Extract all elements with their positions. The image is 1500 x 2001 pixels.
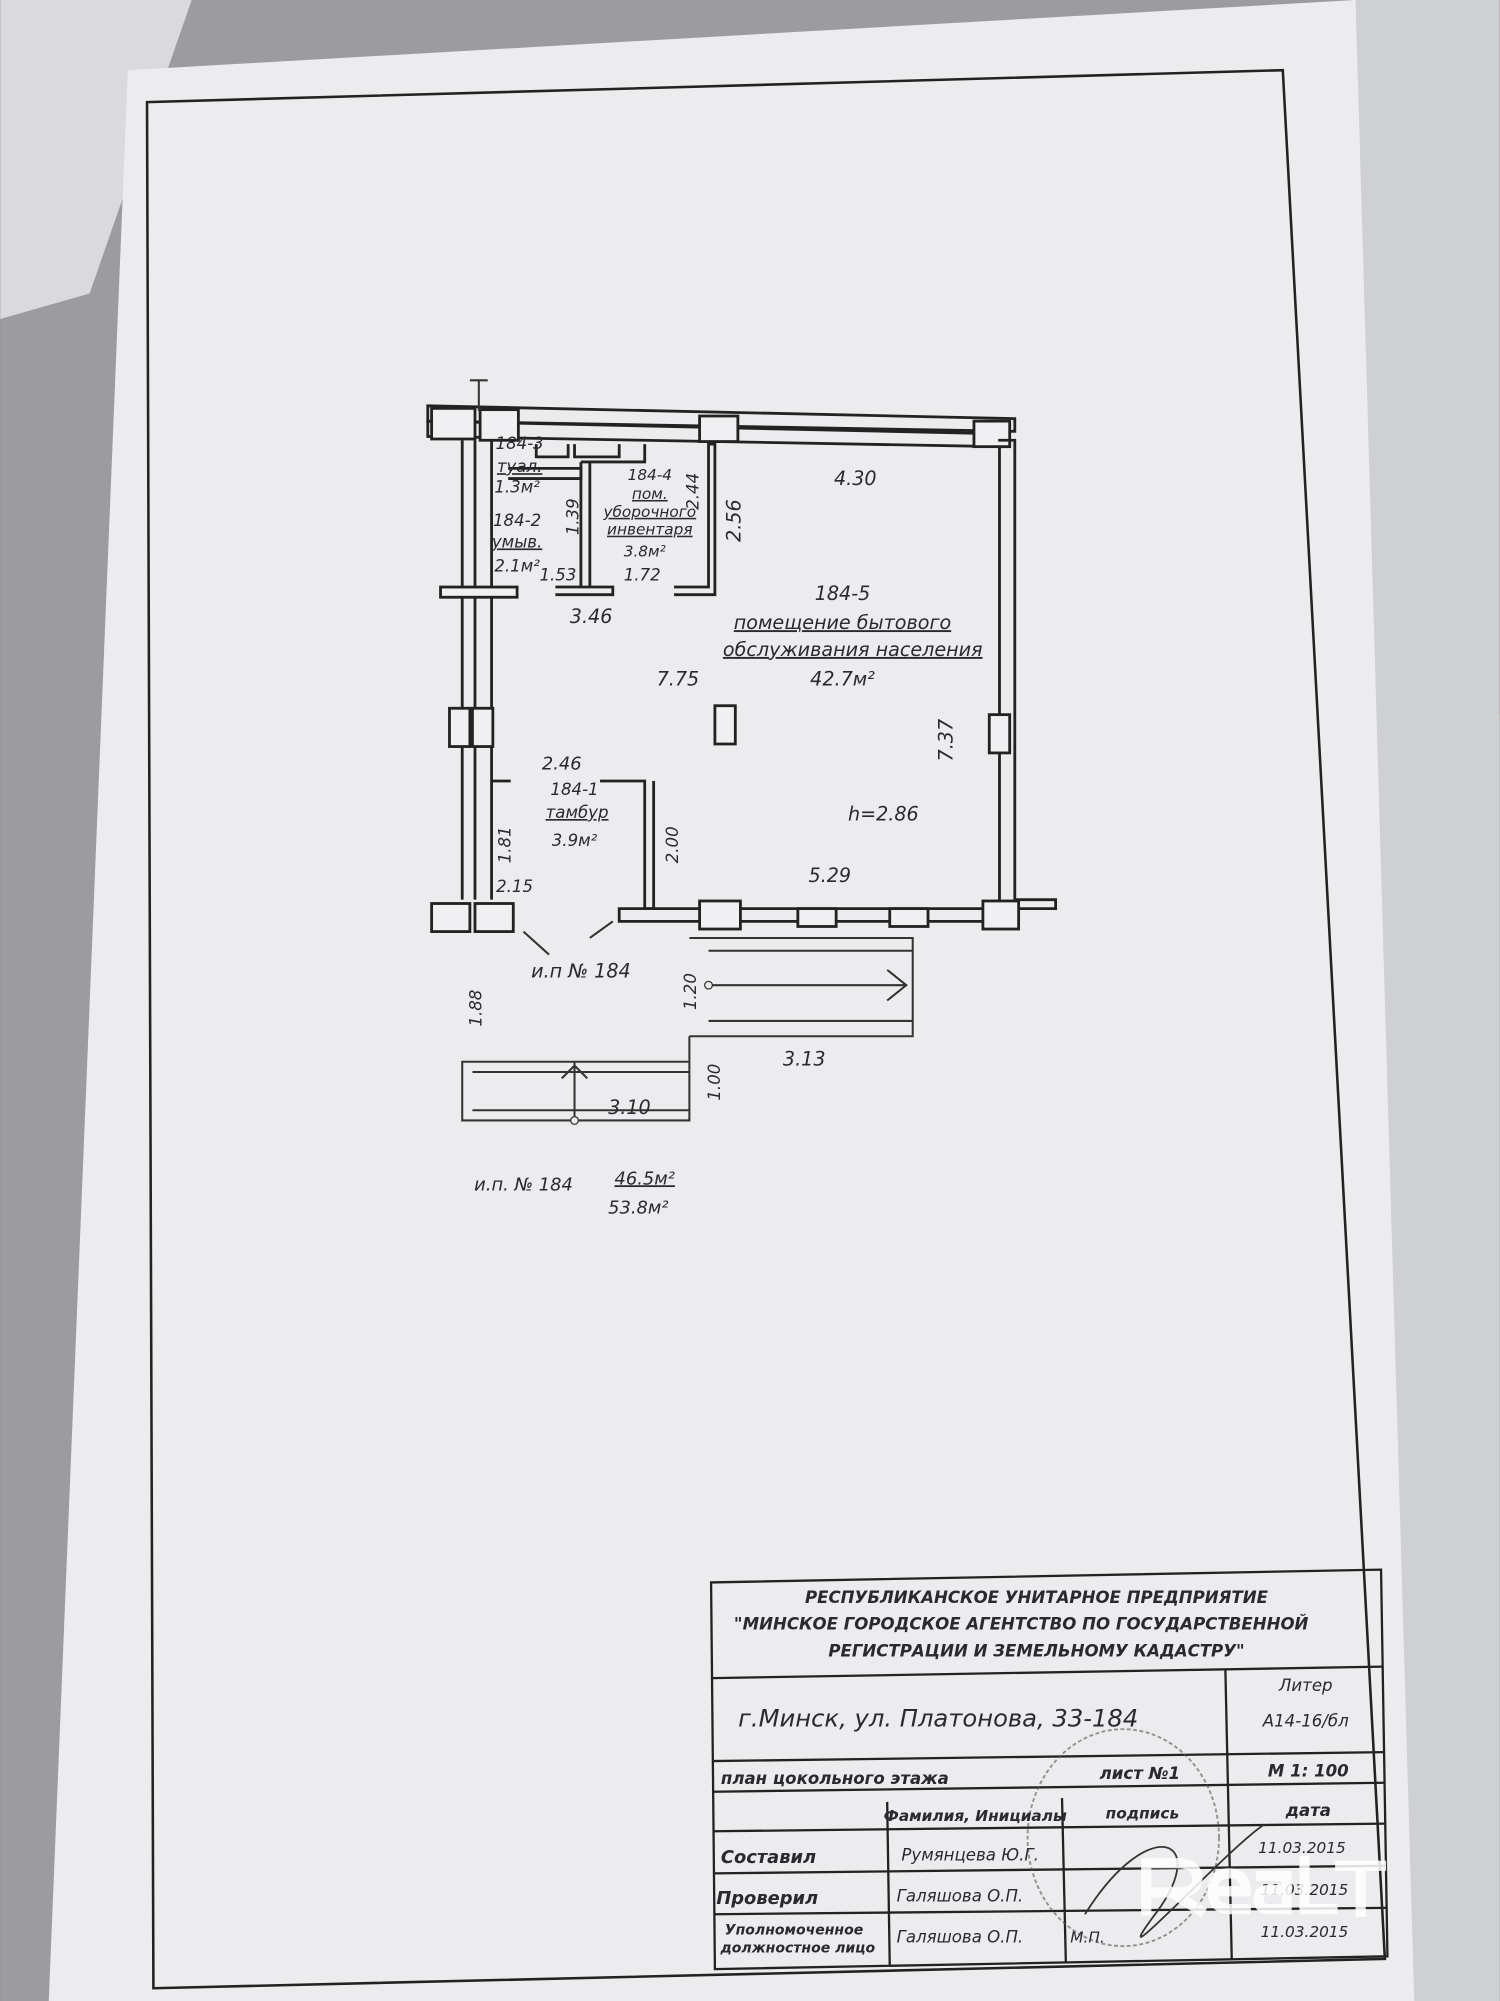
- stamp-place: М.П.: [1070, 1928, 1104, 1946]
- watermark-logo: [1141, 1855, 1387, 1918]
- room-name: обслуживания населения: [723, 638, 983, 661]
- liter-value: А14-16/бл: [1262, 1712, 1349, 1731]
- name-checked: Галяшова О.П.: [897, 1886, 1024, 1905]
- room-name: пом.: [632, 485, 668, 503]
- paper-sheet: [48, 0, 1415, 2001]
- dimension: 2.56: [722, 499, 745, 542]
- room-id: 184-4: [628, 466, 672, 484]
- title-block: [709, 1568, 1389, 1971]
- ceiling-height: h=2.86: [848, 803, 919, 826]
- dimension: 3.13: [783, 1048, 826, 1071]
- room-name: умыв.: [491, 532, 542, 551]
- dimension: 2.15: [496, 877, 533, 896]
- room-id: 184-1: [550, 780, 598, 799]
- name-authorized: Галяшова О.П.: [897, 1927, 1024, 1946]
- room-area: 3.8м²: [624, 542, 666, 560]
- dimension: 1.81: [496, 826, 515, 863]
- room-name: туал.: [497, 457, 542, 476]
- room-name: тамбур: [546, 803, 609, 822]
- signature: [1084, 1824, 1265, 1938]
- room-id: 184-3: [496, 434, 544, 453]
- room-area: 1.3м²: [494, 478, 540, 497]
- dimension: 1.39: [563, 498, 582, 535]
- room-name: инвентаря: [607, 521, 693, 539]
- dimension: 1.72: [624, 566, 661, 585]
- scale: М 1: 100: [1268, 1761, 1349, 1780]
- summary-area-2: 53.8м²: [608, 1198, 668, 1219]
- column: [713, 704, 737, 746]
- dimension: 7.37: [934, 719, 957, 762]
- dimension: 3.46: [570, 605, 613, 628]
- role-authorized-2: должностное лицо: [719, 1941, 875, 1957]
- org-line-1: РЕСПУБЛИКАНСКОЕ УНИТАРНОЕ ПРЕДПРИЯТИЕ: [805, 1588, 1269, 1607]
- dimension: 4.30: [834, 467, 877, 490]
- official-stamp: [1026, 1728, 1220, 1948]
- entrance-label: и.п № 184: [531, 960, 631, 983]
- dimension: 2.44: [683, 473, 702, 510]
- dimension: 1.53: [539, 566, 576, 585]
- dimension: 1.20: [681, 973, 700, 1010]
- dimension: 1.00: [705, 1064, 724, 1101]
- role-compiled: Составил: [721, 1847, 816, 1868]
- date-authorized: 11.03.2015: [1261, 1923, 1349, 1941]
- summary-label: и.п. № 184: [474, 1175, 573, 1196]
- dimension: 5.29: [808, 864, 851, 887]
- plan-name: план цокольного этажа: [721, 1769, 949, 1788]
- room-id: 184-5: [815, 582, 871, 605]
- liter-label: Литер: [1278, 1676, 1333, 1695]
- org-line-2: "МИНСКОЕ ГОРОДСКОЕ АГЕНТСТВО ПО ГОСУДАРС…: [734, 1615, 1309, 1634]
- room-name: помещение бытового: [734, 611, 951, 634]
- name-compiled: Румянцева Ю.Г.: [901, 1846, 1038, 1865]
- col-name: Фамилия, Инициалы: [884, 1807, 1067, 1825]
- room-name: уборочного: [602, 503, 696, 521]
- floor-plan: [426, 379, 1058, 1125]
- dimension: 2.46: [542, 754, 582, 775]
- room-area: 2.1м²: [494, 557, 540, 576]
- room-area: 42.7м²: [810, 667, 875, 690]
- role-authorized-1: Уполномоченное: [725, 1923, 863, 1939]
- dimension: 2.00: [663, 826, 682, 863]
- dimension: 3.10: [608, 1096, 651, 1119]
- date-compiled: 11.03.2015: [1258, 1839, 1346, 1857]
- dimension: 7.75: [657, 667, 700, 690]
- role-checked: Проверил: [716, 1888, 818, 1909]
- room-area: 3.9м²: [552, 831, 598, 850]
- room-id: 184-2: [493, 511, 541, 530]
- org-line-3: РЕГИСТРАЦИИ И ЗЕМЕЛЬНОМУ КАДАСТРУ": [828, 1641, 1244, 1660]
- drawing-frame: [145, 68, 1387, 1990]
- summary-area-1: 46.5м²: [615, 1168, 675, 1189]
- col-date: дата: [1285, 1801, 1331, 1820]
- sheet-number: лист №1: [1100, 1764, 1180, 1783]
- col-sign: подпись: [1106, 1805, 1179, 1823]
- address: г.Минск, ул. Платонова, 33-184: [738, 1704, 1138, 1733]
- dimension: 1.88: [466, 990, 485, 1027]
